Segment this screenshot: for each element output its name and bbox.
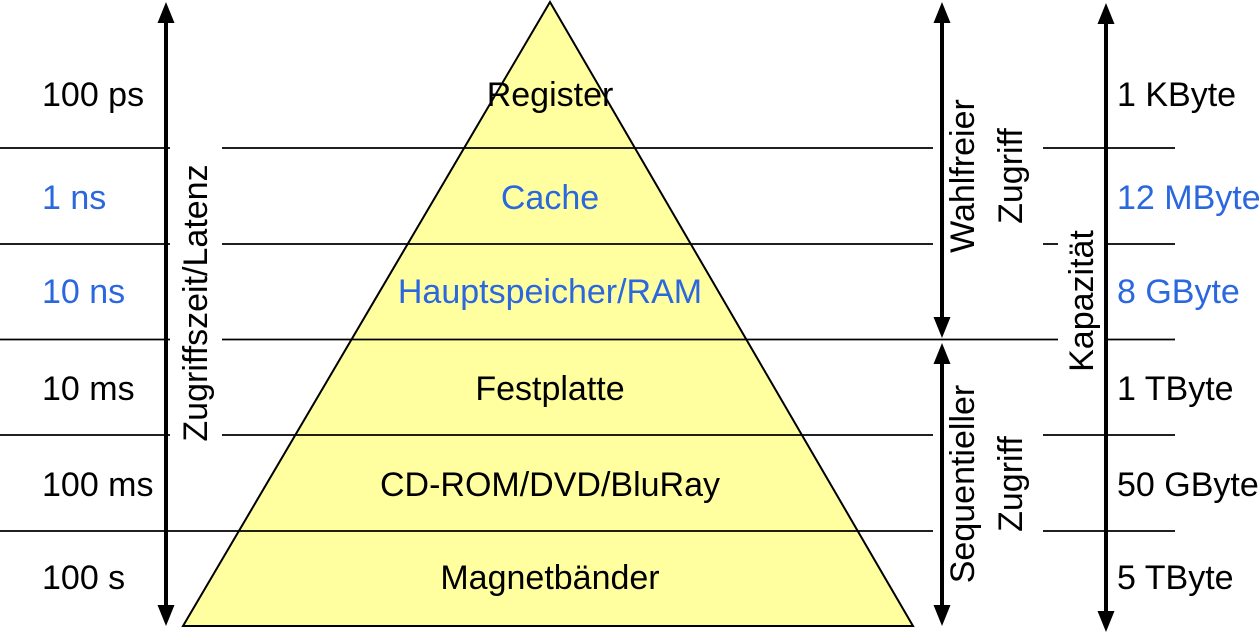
level-label-festplatte: Festplatte (475, 370, 625, 408)
random-access-label-line2: Zugriff (992, 128, 1030, 224)
capacity-value-5tbyte: 5 TByte (1117, 559, 1234, 597)
level-label-cache: Cache (500, 179, 600, 217)
arrowhead-up-icon (157, 2, 175, 23)
capacity-value-8gbyte: 8 GByte (1117, 273, 1240, 311)
arrowhead-up-icon (1097, 3, 1115, 24)
latency-value-1ns: 1 ns (42, 179, 107, 217)
capacity-axis-label: Kapazität (1063, 230, 1101, 372)
label-mask-random-access (933, 25, 1043, 330)
sequential-access-label: Sequentieller Zugriff (939, 385, 1035, 583)
latency-value-100s: 100 s (42, 559, 126, 597)
sequential-access-label-line2: Zugriff (992, 436, 1030, 532)
random-access-arrow (933, 2, 951, 338)
capacity-value-12mbyte: 12 MByte (1117, 179, 1259, 217)
arrowhead-down-icon (157, 605, 175, 626)
arrowhead-up-icon (933, 343, 951, 364)
label-masks (170, 25, 1104, 620)
level-label-register: Register (486, 76, 614, 114)
arrowhead-down-icon (933, 605, 951, 626)
capacity-axis-arrow (1097, 3, 1115, 632)
label-mask-capacity (1058, 222, 1104, 380)
arrowhead-down-icon (933, 317, 951, 338)
label-mask-sequential-access (933, 350, 1043, 620)
level-label-cdrom: CD-ROM/DVD/BluRay (379, 466, 721, 504)
sequential-access-arrow (933, 343, 951, 626)
latency-value-100ms: 100 ms (42, 466, 154, 504)
capacity-value-50gbyte: 50 GByte (1117, 466, 1259, 504)
latency-value-10ns: 10 ns (42, 273, 126, 311)
pyramid-shape (181, 0, 915, 627)
latency-value-10ms: 10 ms (42, 370, 135, 408)
capacity-value-1kbyte: 1 KByte (1117, 76, 1237, 114)
sequential-access-label-line1: Sequentieller (944, 384, 982, 584)
label-mask-latency (170, 130, 222, 476)
level-label-magnetbaender: Magnetbänder (440, 559, 660, 597)
latency-axis-label: Zugriffszeit/Latenz (177, 164, 215, 442)
latency-value-100ps: 100 ps (42, 76, 145, 114)
level-label-hauptspeicher: Hauptspeicher/RAM (397, 273, 703, 311)
arrowhead-up-icon (933, 2, 951, 23)
arrowhead-down-icon (1097, 611, 1115, 632)
capacity-value-1tbyte: 1 TByte (1117, 370, 1234, 408)
latency-axis-arrow (157, 2, 175, 626)
random-access-label-line1: Wahlfreier (944, 99, 982, 253)
random-access-label: Wahlfreier Zugriff (939, 99, 1035, 253)
